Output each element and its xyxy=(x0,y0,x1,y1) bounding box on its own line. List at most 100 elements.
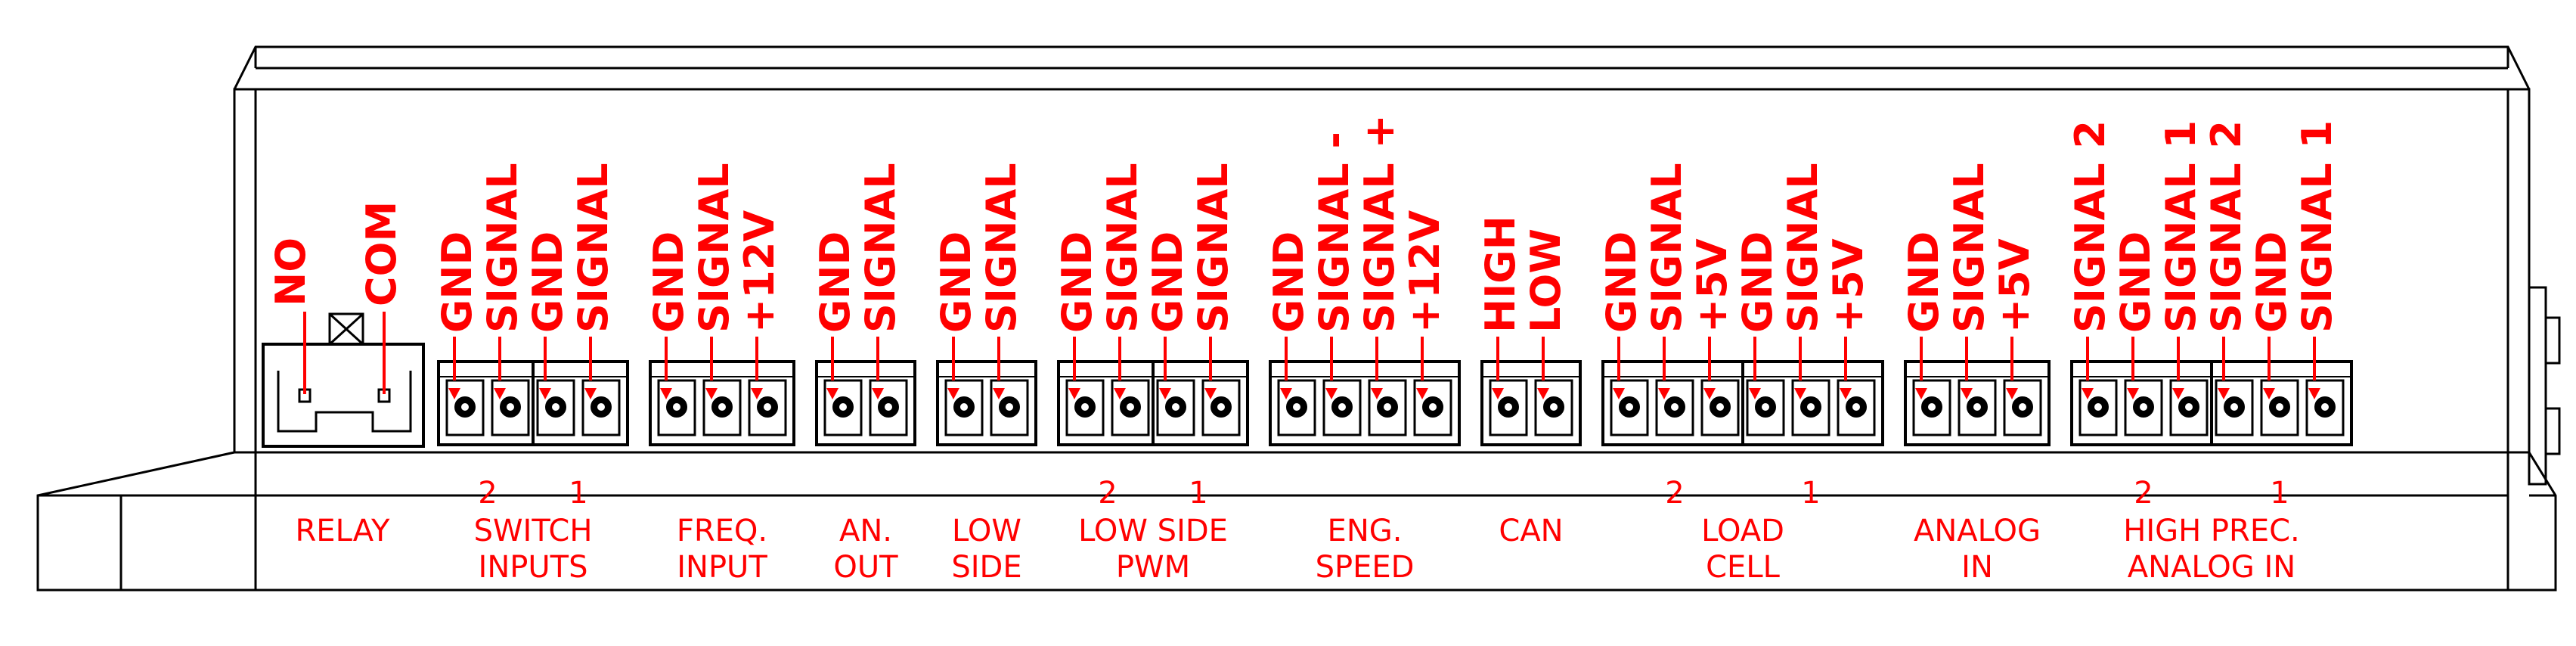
group-label-eng-speed-1: SPEED xyxy=(1316,550,1415,585)
pin-lead-arrow xyxy=(660,388,672,399)
pin-lead-arrow xyxy=(1159,388,1171,399)
terminal-screw-slot xyxy=(839,403,847,411)
terminal-screw-slot xyxy=(1384,403,1391,411)
terminal-cell xyxy=(1534,379,1573,436)
pin-label-freq-input-0: GND xyxy=(645,231,693,333)
pin-lead-arrow xyxy=(751,388,763,399)
terminal-screw-slot xyxy=(1807,403,1815,411)
terminal-cell xyxy=(1368,379,1407,436)
pin-label-high-prec-analog-in-0: SIGNAL 2 xyxy=(2066,120,2114,333)
pin-label-low-side-0: GND xyxy=(932,231,980,333)
pin-lead-arrow xyxy=(1703,388,1716,399)
terminal-cell xyxy=(1912,379,1951,436)
pin-lead-arrow xyxy=(1749,388,1761,399)
terminal-screw-slot xyxy=(2140,403,2147,411)
pin-label-switch-inputs-0: GND xyxy=(433,231,481,333)
terminal-screw-slot xyxy=(1429,403,1437,411)
relay-pin-label-no: NO xyxy=(267,238,315,306)
pin-lead-arrow xyxy=(1840,388,1852,399)
terminal-screw-slot xyxy=(1671,403,1679,411)
pin-label-can-0: HIGH xyxy=(1477,216,1524,333)
terminal-cell xyxy=(491,379,530,436)
terminal-cell xyxy=(1700,379,1740,436)
terminal-cell xyxy=(1837,379,1876,436)
pin-label-analog-in-0: GND xyxy=(1900,231,1948,333)
group-number-load-cell-0: 2 xyxy=(1665,476,1684,511)
terminal-screw-slot xyxy=(461,403,469,411)
terminal-cell xyxy=(1489,379,1528,436)
terminal-cell xyxy=(1156,379,1195,436)
pin-lead-arrow xyxy=(1371,388,1383,399)
enclosure-outline xyxy=(36,45,2561,592)
terminal-block-switch-inputs xyxy=(437,360,629,446)
pin-label-load-cell-5: +5V xyxy=(1824,238,1872,333)
terminal-block-body xyxy=(1904,360,2051,446)
pin-label-high-prec-analog-in-4: GND xyxy=(2248,231,2295,333)
terminal-screw-slot xyxy=(1127,403,1134,411)
pin-lead-arrow xyxy=(826,388,839,399)
pin-lead-arrow xyxy=(2127,388,2139,399)
terminal-cell xyxy=(2215,379,2254,436)
pin-lead-arrow xyxy=(1492,388,1504,399)
pin-label-high-prec-analog-in-3: SIGNAL 2 xyxy=(2202,120,2250,333)
group-number-switch-inputs-1: 1 xyxy=(569,476,587,511)
pin-lead-arrow xyxy=(1068,388,1080,399)
terminal-screw-slot xyxy=(2321,403,2329,411)
terminal-cell xyxy=(823,379,863,436)
relay-latch-diag-2 xyxy=(328,312,364,346)
relay-group-label: RELAY xyxy=(296,514,391,548)
pin-lead-arrow xyxy=(1325,388,1338,399)
pin-lead-arrow xyxy=(448,388,460,399)
group-number-high-prec-analog-in-0: 2 xyxy=(2134,476,2153,511)
terminal-block-body xyxy=(1480,360,1582,446)
group-number-low-side-pwm-1: 1 xyxy=(1189,476,1207,511)
terminal-screw-slot xyxy=(673,403,680,411)
terminal-screw-slot xyxy=(1505,403,1512,411)
pin-label-load-cell-2: +5V xyxy=(1688,238,1736,333)
group-label-load-cell-1: CELL xyxy=(1706,550,1780,585)
pin-label-load-cell-3: GND xyxy=(1734,231,1781,333)
terminal-cell xyxy=(702,379,742,436)
terminal-block-freq-input xyxy=(649,360,795,446)
terminal-blocks xyxy=(262,312,2353,448)
terminal-screw-slot xyxy=(1338,403,1346,411)
pin-label-an-out-0: GND xyxy=(811,231,859,333)
terminal-cell xyxy=(1791,379,1830,436)
pin-lead-arrow xyxy=(705,388,718,399)
group-number-low-side-pwm-0: 2 xyxy=(1098,476,1117,511)
terminal-cell xyxy=(1201,379,1241,436)
lid-edge xyxy=(233,45,2531,90)
terminal-cell xyxy=(2124,379,2163,436)
terminal-screw-slot xyxy=(1973,403,1981,411)
pin-label-analog-in-1: SIGNAL xyxy=(1945,163,1993,333)
side-connector-tab-2 xyxy=(2544,407,2561,455)
pin-label-eng-speed-0: GND xyxy=(1265,231,1313,333)
group-label-freq-input-0: FREQ. xyxy=(677,514,767,548)
pin-lead-arrow xyxy=(1204,388,1217,399)
pin-label-load-cell-4: SIGNAL xyxy=(1779,163,1827,333)
group-label-low-side-pwm-0: LOW SIDE xyxy=(1078,514,1228,548)
terminal-screw-slot xyxy=(1852,403,1860,411)
pin-label-switch-inputs-3: SIGNAL xyxy=(569,163,617,333)
terminal-screw-slot xyxy=(2230,403,2238,411)
group-label-can-0: CAN xyxy=(1499,514,1563,548)
pin-label-low-side-1: SIGNAL xyxy=(978,163,1025,333)
group-label-switch-inputs-1: INPUTS xyxy=(479,550,588,585)
terminal-screw-slot xyxy=(764,403,771,411)
terminal-screw-slot xyxy=(1762,403,1769,411)
terminal-screw-slot xyxy=(2019,403,2026,411)
pin-lead-arrow xyxy=(2172,388,2184,399)
group-label-load-cell-0: LOAD xyxy=(1701,514,1784,548)
terminal-cell xyxy=(748,379,787,436)
terminal-screw-slot xyxy=(507,403,514,411)
terminal-cell xyxy=(869,379,908,436)
relay-connector-profile xyxy=(277,371,412,433)
terminal-cell xyxy=(536,379,575,436)
group-label-switch-inputs-0: SWITCH xyxy=(474,514,593,548)
terminal-block-body xyxy=(1269,360,1461,446)
body-flange-right xyxy=(2506,88,2531,454)
terminal-cell xyxy=(1322,379,1362,436)
pin-lead-arrow xyxy=(1613,388,1625,399)
pin-label-freq-input-2: +12V xyxy=(736,210,783,333)
pin-lead-arrow xyxy=(947,388,959,399)
